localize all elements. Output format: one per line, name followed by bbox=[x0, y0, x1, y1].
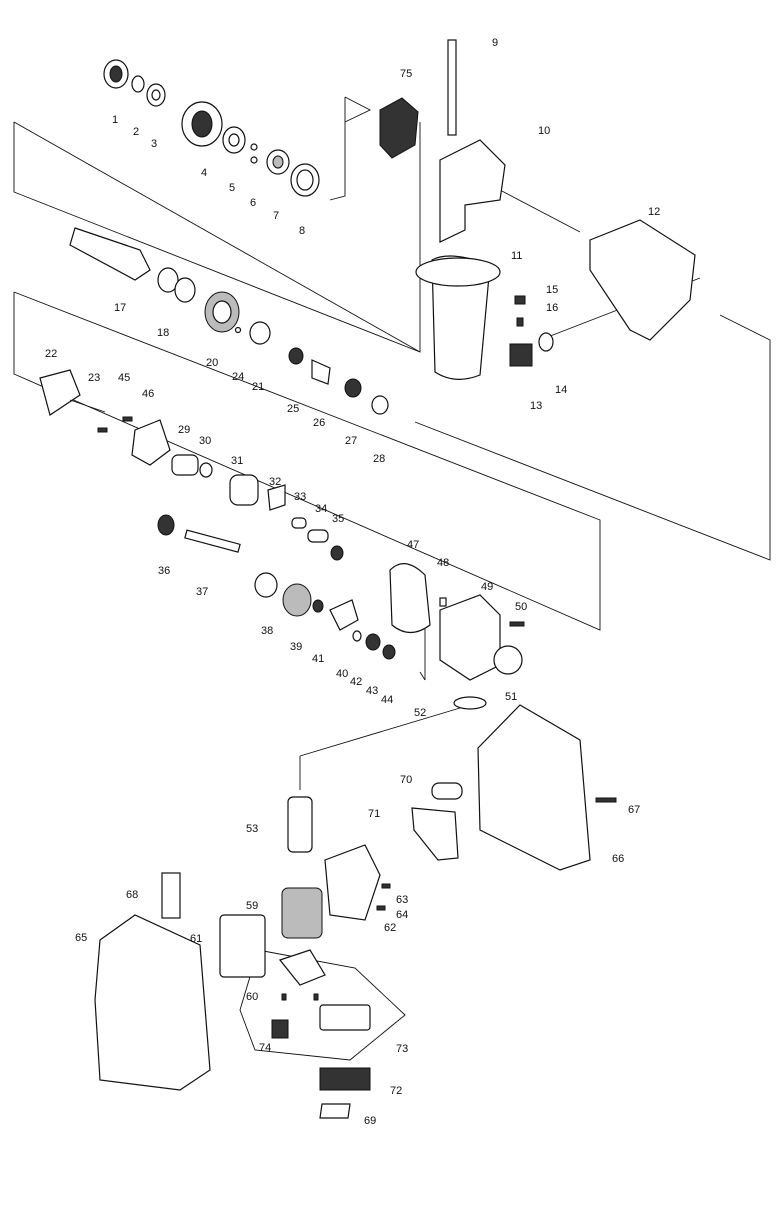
callout-18: 18 bbox=[157, 327, 169, 339]
callout-39: 39 bbox=[290, 641, 302, 653]
callout-2: 2 bbox=[133, 126, 139, 138]
callout-52: 52 bbox=[414, 707, 426, 719]
callout-16: 16 bbox=[546, 302, 558, 314]
callout-73: 73 bbox=[396, 1043, 408, 1055]
parts-row-2 bbox=[69, 227, 389, 415]
parts-lower-assembly bbox=[94, 704, 617, 1119]
callout-10: 10 bbox=[538, 125, 550, 137]
callout-46: 46 bbox=[142, 388, 154, 400]
callout-33: 33 bbox=[294, 491, 306, 503]
callout-30: 30 bbox=[199, 435, 211, 447]
callout-23: 23 bbox=[88, 372, 100, 384]
callout-labels: 1 2 3 4 5 6 7 8 9 10 11 12 13 14 15 16 1… bbox=[45, 37, 660, 1127]
callout-47: 47 bbox=[407, 539, 419, 551]
callout-4: 4 bbox=[201, 167, 207, 179]
callout-27: 27 bbox=[345, 435, 357, 447]
callout-28: 28 bbox=[373, 453, 385, 465]
callout-31: 31 bbox=[231, 455, 243, 467]
parts-row-1 bbox=[103, 39, 696, 380]
leader-lines bbox=[299, 277, 701, 790]
callout-66: 66 bbox=[612, 853, 624, 865]
callout-13: 13 bbox=[530, 400, 542, 412]
callout-72: 72 bbox=[390, 1085, 402, 1097]
callout-11: 11 bbox=[511, 250, 522, 262]
callout-67: 67 bbox=[628, 804, 640, 816]
callout-60: 60 bbox=[246, 991, 258, 1003]
callout-25: 25 bbox=[287, 403, 299, 415]
callout-70: 70 bbox=[400, 774, 412, 786]
callout-62: 62 bbox=[384, 922, 396, 934]
callout-63: 63 bbox=[396, 894, 408, 906]
callout-20: 20 bbox=[206, 357, 218, 369]
callout-12: 12 bbox=[648, 206, 660, 218]
callout-37: 37 bbox=[196, 586, 208, 598]
callout-50: 50 bbox=[515, 601, 527, 613]
callout-53: 53 bbox=[246, 823, 258, 835]
callout-32: 32 bbox=[269, 476, 281, 488]
callout-24: 24 bbox=[232, 371, 244, 383]
callout-45: 45 bbox=[118, 372, 130, 384]
callout-44: 44 bbox=[381, 694, 393, 706]
callout-14: 14 bbox=[555, 384, 567, 396]
callout-51: 51 bbox=[505, 691, 517, 703]
callout-34: 34 bbox=[315, 503, 327, 515]
callout-17: 17 bbox=[114, 302, 126, 314]
callout-3: 3 bbox=[151, 138, 157, 150]
callout-41: 41 bbox=[312, 653, 324, 665]
callout-40: 40 bbox=[336, 668, 348, 680]
callout-68: 68 bbox=[126, 889, 138, 901]
callout-9: 9 bbox=[492, 37, 498, 49]
callout-1: 1 bbox=[112, 114, 118, 126]
callout-7: 7 bbox=[273, 210, 279, 222]
callout-36: 36 bbox=[158, 565, 170, 577]
callout-74: 74 bbox=[259, 1042, 271, 1054]
callout-75: 75 bbox=[400, 68, 412, 80]
callout-38: 38 bbox=[261, 625, 273, 637]
callout-64: 64 bbox=[396, 909, 408, 921]
callout-8: 8 bbox=[299, 225, 305, 237]
callout-43: 43 bbox=[366, 685, 378, 697]
callout-49: 49 bbox=[481, 581, 493, 593]
callout-5: 5 bbox=[229, 182, 235, 194]
callout-65: 65 bbox=[75, 932, 87, 944]
callout-35: 35 bbox=[332, 513, 344, 525]
group-outlines bbox=[13, 96, 771, 1061]
callout-71: 71 bbox=[368, 808, 380, 820]
callout-59: 59 bbox=[246, 900, 258, 912]
callout-15: 15 bbox=[546, 284, 558, 296]
callout-61: 61 bbox=[190, 933, 202, 945]
callout-48: 48 bbox=[437, 557, 449, 569]
callout-6: 6 bbox=[250, 197, 256, 209]
callout-21: 21 bbox=[252, 381, 264, 393]
callout-22: 22 bbox=[45, 348, 57, 360]
callout-29: 29 bbox=[178, 424, 190, 436]
parts-row-3 bbox=[39, 369, 525, 710]
callout-42: 42 bbox=[350, 676, 362, 688]
callout-26: 26 bbox=[313, 417, 325, 429]
callout-69: 69 bbox=[364, 1115, 376, 1127]
